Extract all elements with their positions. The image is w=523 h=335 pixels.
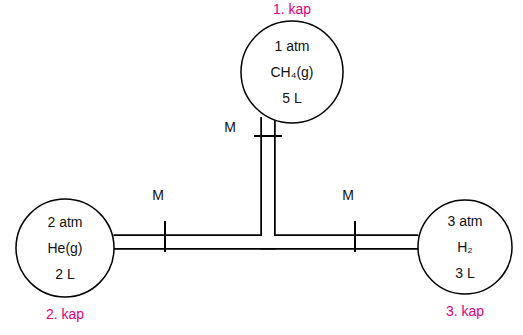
valve-bar bbox=[254, 135, 282, 137]
gas-value: H₂ bbox=[457, 239, 473, 255]
gas-flask: 3 atmH₂3 L3. kap bbox=[417, 199, 513, 295]
gas-value: 3 atm bbox=[447, 213, 482, 229]
flask-label: 1. kap bbox=[273, 1, 311, 17]
connecting-tube bbox=[268, 117, 418, 242]
flask-label: 2. kap bbox=[46, 306, 84, 322]
valve-label: M bbox=[224, 119, 236, 135]
valve-label: M bbox=[342, 187, 354, 203]
gas-value: 5 L bbox=[282, 90, 301, 106]
gas-value: 3 L bbox=[455, 265, 474, 281]
valve-bar bbox=[164, 221, 166, 252]
gas-value: He(g) bbox=[47, 240, 82, 256]
tube-inside bbox=[268, 117, 418, 242]
valve-label: M bbox=[152, 187, 164, 203]
flask-label: 3. kap bbox=[446, 303, 484, 319]
gas-value: 2 L bbox=[55, 266, 74, 282]
connecting-tube bbox=[114, 242, 419, 243]
gas-flask: 2 atmHe(g)2 L2. kap bbox=[15, 198, 115, 298]
gas-flask: 1 atmCH₄(g)5 L1. kap bbox=[240, 20, 344, 124]
tube-inside bbox=[114, 236, 419, 248]
gas-value: 2 atm bbox=[47, 214, 82, 230]
connecting-tube bbox=[114, 117, 268, 242]
gas-value: 1 atm bbox=[274, 38, 309, 54]
tube-inside bbox=[114, 117, 268, 242]
valve-bar bbox=[354, 221, 356, 252]
gas-value: CH₄(g) bbox=[270, 64, 313, 80]
